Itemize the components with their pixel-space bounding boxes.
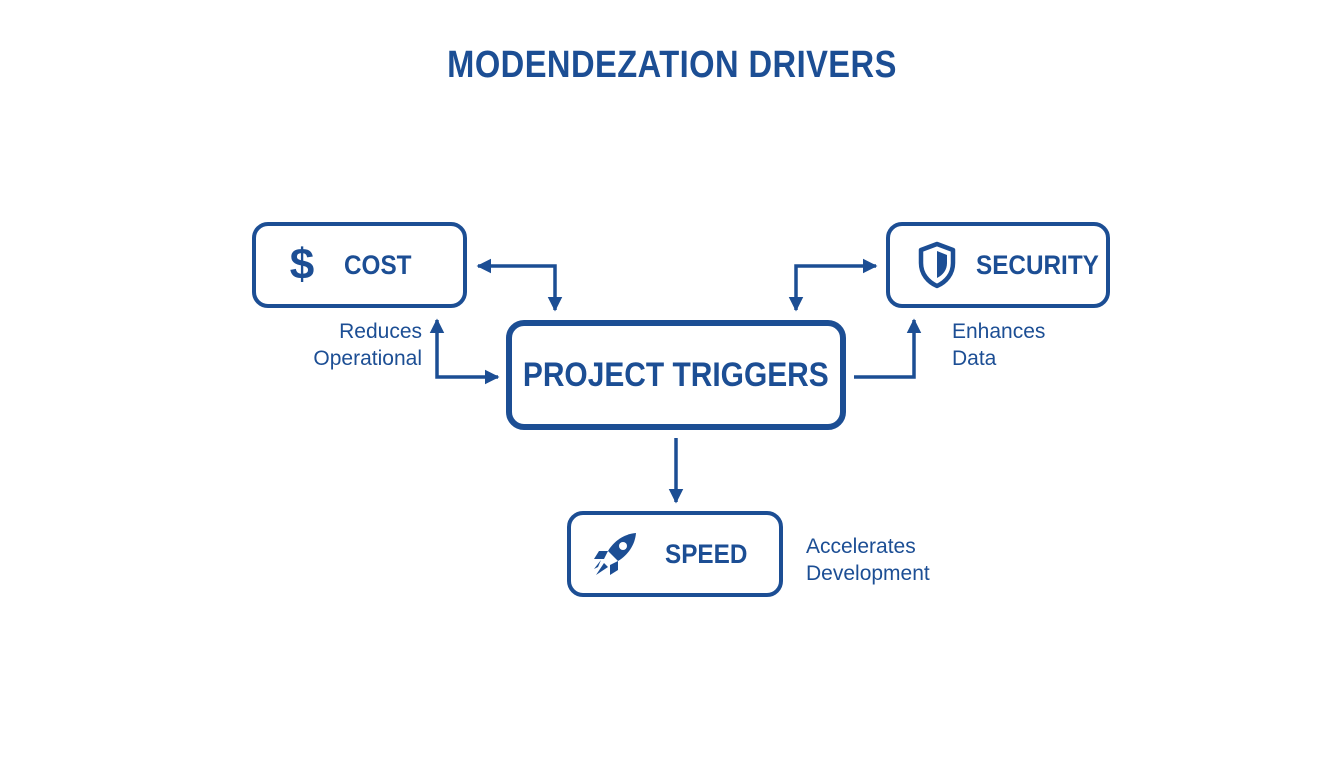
- shield-icon: [914, 240, 960, 290]
- cost-label: COST: [344, 249, 412, 280]
- connector-triggers-security-right: [854, 318, 922, 379]
- project-triggers-node: PROJECT TRIGGERS: [506, 320, 846, 430]
- speed-description-line-2: Development: [806, 562, 930, 585]
- security-node: SECURITY: [886, 222, 1110, 308]
- security-description: Enhances Data: [952, 318, 1045, 372]
- connector-triggers-security-top: [788, 258, 878, 312]
- cost-description-line-2: Operational: [313, 347, 422, 370]
- security-description-line-1: Enhances: [952, 320, 1046, 343]
- rocket-icon-graphic: [594, 533, 636, 575]
- speed-description-line-1: Accelerates: [806, 535, 916, 558]
- dollar-symbol: $: [289, 240, 315, 289]
- speed-node: SPEED: [567, 511, 783, 597]
- security-description-line-2: Data: [952, 347, 997, 370]
- cost-description-line-1: Reduces: [339, 320, 422, 343]
- project-triggers-label: PROJECT TRIGGERS: [523, 355, 829, 394]
- speed-description: Accelerates Development: [806, 533, 930, 587]
- security-label: SECURITY: [976, 249, 1099, 280]
- dollar-icon: $: [282, 226, 322, 304]
- connector-cost-triggers-top: [476, 258, 563, 312]
- diagram-title: MODENDEZATION DRIVERS: [447, 44, 897, 86]
- rocket-icon: [589, 529, 643, 581]
- speed-label: SPEED: [665, 538, 748, 569]
- cost-description: Reduces Operational: [310, 318, 422, 372]
- shield-icon-graphic: [918, 241, 956, 289]
- connector-cost-triggers-left: [429, 318, 500, 385]
- cost-node: $ COST: [252, 222, 467, 308]
